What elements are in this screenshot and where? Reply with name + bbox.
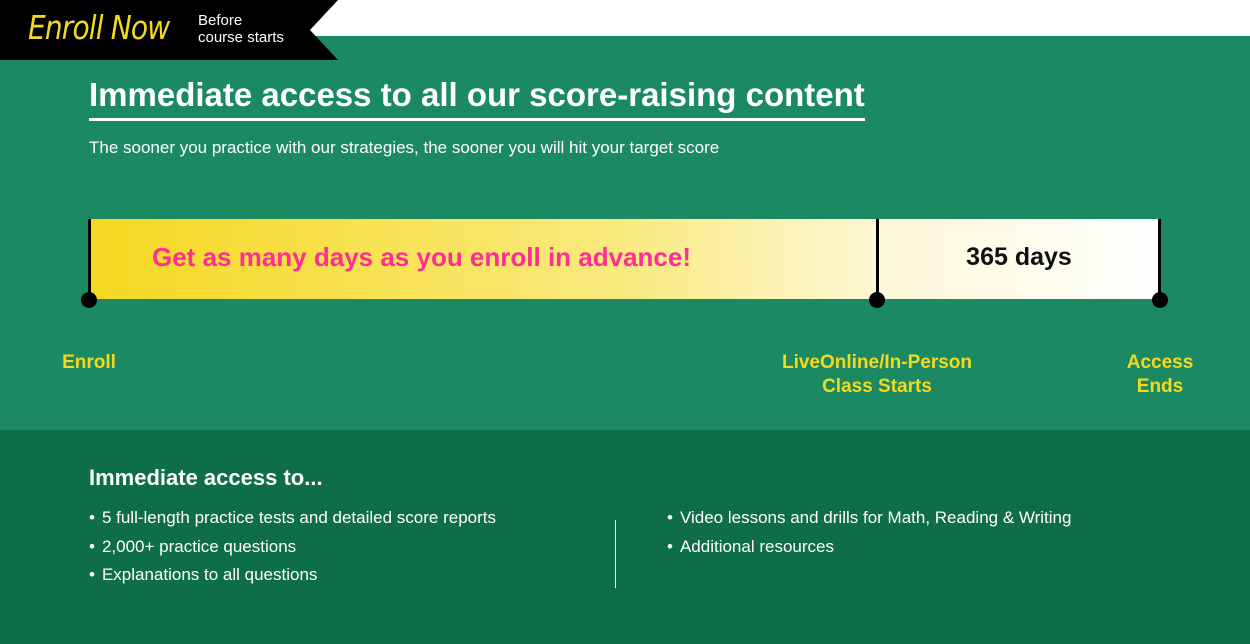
access-title: Immediate access to...: [89, 465, 323, 490]
list-item: Explanations to all questions: [89, 561, 496, 590]
list-item: Video lessons and drills for Math, Readi…: [667, 504, 1072, 533]
enroll-now-title: Enroll Now: [28, 8, 170, 47]
timeline-dot-enroll: [81, 292, 97, 308]
timeline-dot-class: [869, 292, 885, 308]
timeline-marker-end: [1158, 219, 1161, 301]
label-class-starts-line1: LiveOnline/In-Person: [781, 352, 973, 373]
label-access-ends-line2: Ends: [1136, 376, 1184, 397]
access-list-left: 5 full-length practice tests and detaile…: [89, 504, 496, 590]
banner-subtitle-line2: course starts: [198, 29, 284, 46]
label-enroll: Enroll: [62, 352, 116, 373]
column-divider: [615, 520, 616, 588]
timeline-marker-class: [876, 219, 879, 301]
page-subtitle: The sooner you practice with our strateg…: [89, 138, 720, 157]
banner-subtitle-line1: Before: [198, 12, 243, 29]
timeline-marker-enroll: [88, 219, 91, 301]
timeline-bar: [89, 219, 1160, 299]
list-item: 2,000+ practice questions: [89, 533, 496, 562]
label-access-ends-line1: Access: [1126, 352, 1194, 373]
label-class-starts-line2: Class Starts: [822, 376, 932, 397]
access-list-right: Video lessons and drills for Math, Readi…: [667, 504, 1072, 562]
list-item: Additional resources: [667, 533, 1071, 562]
list-item: 5 full-length practice tests and detaile…: [89, 504, 496, 533]
page-title: Immediate access to all our score-raisin…: [89, 76, 865, 121]
days-text: 365 days: [966, 243, 1072, 271]
timeline-dot-end: [1152, 292, 1168, 308]
advance-text: Get as many days as you enroll in advanc…: [152, 242, 691, 272]
